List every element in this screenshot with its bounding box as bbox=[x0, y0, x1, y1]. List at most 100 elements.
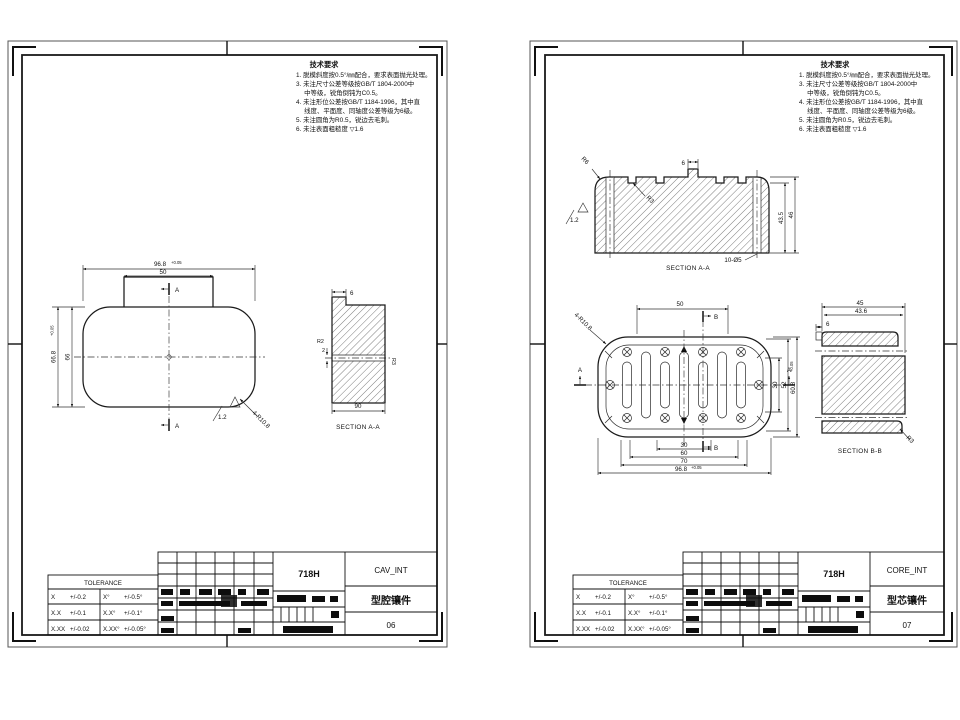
plan-view-core: 50 30 60 70 96.8 +0.05 30 52 60.8 +0.05 … bbox=[573, 301, 800, 475]
title-block-grid bbox=[47, 551, 438, 636]
tol-angular-val: +/-0.05° bbox=[124, 626, 146, 633]
dim-bottom-4: 96.8 bbox=[675, 466, 688, 473]
section-marker-a-left: A bbox=[574, 367, 586, 386]
dim-top: 50 bbox=[677, 301, 684, 308]
tol-angular: X.XX° bbox=[103, 626, 120, 633]
note-line: 5. 未注圆角为R0.5，锐边去毛刺。 bbox=[296, 115, 393, 124]
note-line: 线度、平面度、同轴度公差等级为6级。 bbox=[296, 106, 416, 115]
tol-linear: X bbox=[576, 594, 580, 601]
tol-linear-val: +/-0.2 bbox=[70, 594, 87, 601]
section-marker-label: A bbox=[578, 367, 583, 374]
plan-view-cavity: 96.8 +0.05 50 66.8 +0.05 66 A A 4-R10.8 … bbox=[50, 260, 272, 431]
dim-right-3-tol: +0.05 bbox=[789, 361, 794, 372]
sheet-number: 07 bbox=[903, 621, 912, 630]
section-marker-a-right: A bbox=[783, 367, 795, 386]
section-marker-label: A bbox=[175, 423, 180, 430]
tol-angular-val: +/-0.1° bbox=[649, 610, 668, 617]
dim-bottom-4-tol: +0.05 bbox=[691, 465, 702, 470]
corner-mark bbox=[12, 46, 36, 76]
dim-right-3: 60.8 bbox=[790, 381, 797, 394]
notch-radius: R3 bbox=[645, 194, 656, 205]
section-marker-label: A bbox=[175, 287, 180, 294]
part-name: 型芯镶件 bbox=[887, 594, 927, 607]
section-view-aa-right: 6 R6 R3 1.2 43.5 46 10-Ø5 SECTION A-A bbox=[565, 155, 799, 272]
tol-linear-val: +/-0.02 bbox=[70, 626, 90, 633]
section-label: SECTION A-A bbox=[336, 424, 380, 431]
dim-bottom-2: 60 bbox=[681, 450, 688, 457]
sheet-frame bbox=[529, 40, 958, 648]
holes-callout: 10-Ø5 bbox=[724, 257, 742, 264]
tol-linear: X bbox=[51, 594, 55, 601]
section-label: SECTION A-A bbox=[666, 265, 710, 272]
dim-overall-height: 66.8 bbox=[51, 350, 58, 363]
dim-inner-width: 43.6 bbox=[855, 308, 868, 315]
corner-mark bbox=[929, 612, 953, 642]
surface-finish-value: 1.2 bbox=[218, 414, 227, 421]
surface-finish-flag: 1.2 bbox=[565, 202, 589, 225]
dimension-lines bbox=[589, 305, 800, 475]
dim-bottom-1: 30 bbox=[681, 442, 688, 449]
dim-step: 6 bbox=[350, 290, 354, 297]
dim-section-width: 90 bbox=[355, 403, 362, 410]
tolerance-header: TOLERANCE bbox=[84, 580, 122, 587]
dimension-lines bbox=[815, 303, 911, 441]
tol-linear: X.X bbox=[576, 610, 586, 617]
dim-overall-width-tol: +0.05 bbox=[171, 260, 182, 265]
section-marker-b-top: B bbox=[702, 311, 718, 322]
surface-finish-flag: 1.2 bbox=[212, 396, 241, 422]
slot-radius-right: R3 bbox=[390, 358, 396, 365]
tol-linear-val: +/-0.02 bbox=[595, 626, 615, 633]
note-line: 4. 未注形位公差按GB/T 1184-1996，其中直 bbox=[296, 97, 421, 106]
dim-overall-height-tol: +0.05 bbox=[50, 325, 55, 336]
tol-linear-val: +/-0.2 bbox=[595, 594, 612, 601]
slot-radius-left: R2 bbox=[317, 339, 324, 345]
dimension-lines bbox=[52, 265, 258, 417]
note-line: 3. 未注尺寸公差等级按GB/T 1804-2000中 bbox=[799, 79, 917, 88]
corner-radius-callout: 4-R10.8 bbox=[573, 311, 594, 332]
surface-finish-value: 1.2 bbox=[570, 217, 579, 224]
section-view-aa-left: 6 90 R2 2 R3 SECTION A-A bbox=[317, 289, 396, 431]
redacted-cells bbox=[686, 589, 864, 633]
dim-overall-width: 96.8 bbox=[154, 261, 167, 268]
tol-angular-val: +/-0.5° bbox=[124, 594, 143, 601]
dim-tab: 6 bbox=[682, 160, 686, 167]
title-block-left: TOLERANCE X +/-0.2 X° +/-0.5° X.X +/-0.1… bbox=[47, 551, 438, 636]
section-marker-a-top: A bbox=[161, 283, 180, 295]
title-block-right: TOLERANCE X +/-0.2 X° +/-0.5° X.X +/-0.1… bbox=[572, 551, 945, 636]
left-tab bbox=[815, 331, 823, 341]
radius-callout: R3 bbox=[905, 434, 916, 445]
center-mark bbox=[166, 354, 172, 360]
notes-title: 技术要求 bbox=[821, 60, 851, 69]
title-block-grid bbox=[572, 551, 945, 636]
part-code: CORE_INT bbox=[887, 566, 928, 575]
note-line: 1. 脱模斜度按0.5°/㎜配合，要求表面抛光处理。 bbox=[799, 70, 934, 79]
note-line: 中等级，锐角倒钝为C0.5。 bbox=[799, 88, 885, 97]
tol-angular: X.X° bbox=[628, 610, 641, 617]
tol-linear: X.XX bbox=[51, 626, 65, 633]
corner-radius-callout: 4-R10.8 bbox=[251, 409, 272, 430]
note-line: 1. 脱模斜度按0.5°/㎜配合，要求表面抛光处理。 bbox=[296, 70, 431, 79]
corner-mark bbox=[12, 612, 36, 642]
part-code: CAV_INT bbox=[374, 566, 407, 575]
dimension-lines bbox=[591, 159, 799, 261]
sheet-number: 06 bbox=[387, 621, 396, 630]
part-name: 型腔镶件 bbox=[371, 594, 411, 607]
dim-depth-inner: 43.5 bbox=[778, 211, 785, 224]
dimension-lines bbox=[325, 289, 386, 414]
dim-total-width: 45 bbox=[857, 300, 864, 307]
tol-angular: X.X° bbox=[103, 610, 116, 617]
material: 718H bbox=[823, 569, 845, 579]
corner-mark bbox=[534, 612, 558, 642]
tol-linear-val: +/-0.1 bbox=[595, 610, 612, 617]
sheet-core-insert: 技术要求 1. 脱模斜度按0.5°/㎜配合，要求表面抛光处理。 3. 未注尺寸公… bbox=[529, 40, 958, 648]
note-line: 中等级，锐角倒钝为C0.5。 bbox=[296, 88, 382, 97]
note-line: 5. 未注圆角为R0.5，锐边去毛刺。 bbox=[799, 115, 896, 124]
corner-radius: R6 bbox=[580, 155, 591, 166]
technical-notes: 技术要求 1. 脱模斜度按0.5°/㎜配合，要求表面抛光处理。 3. 未注尺寸公… bbox=[799, 60, 934, 133]
dim-slot-height: 2 bbox=[322, 348, 325, 354]
section-view-bb: 6 45 43.6 R3 SECTION B-B bbox=[815, 300, 916, 455]
corner-mark bbox=[929, 46, 953, 76]
section-label: SECTION B-B bbox=[838, 448, 882, 455]
core-outline bbox=[597, 336, 772, 438]
